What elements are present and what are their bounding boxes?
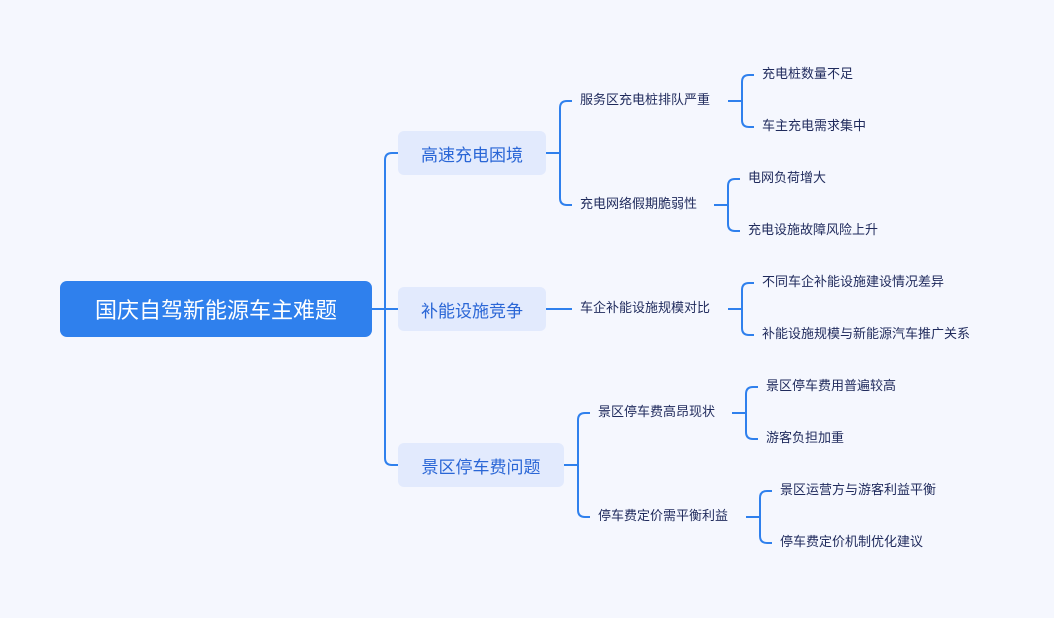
subtopic[interactable]: 不同车企补能设施建设情况差异	[762, 275, 945, 290]
subtopic[interactable]: 充电设施故障风险上升	[748, 223, 879, 238]
topic-compare[interactable]: 车企补能设施规模对比	[580, 301, 711, 316]
connector	[577, 465, 590, 518]
branch-energy-competition[interactable]: 补能设施竞争	[398, 287, 546, 331]
connector	[741, 309, 754, 336]
topic-queue[interactable]: 服务区充电桩排队严重	[580, 93, 711, 108]
connector	[727, 205, 740, 232]
branch-highway-charging[interactable]: 高速充电困境	[398, 131, 546, 175]
subtopic[interactable]: 电网负荷增大	[748, 171, 827, 186]
subtopic[interactable]: 景区运营方与游客利益平衡	[780, 483, 937, 498]
subtopic[interactable]: 停车费定价机制优化建议	[780, 535, 924, 550]
root-node[interactable]: 国庆自驾新能源车主难题	[60, 281, 372, 337]
topic-pricing[interactable]: 停车费定价需平衡利益	[598, 509, 729, 524]
branch-parking-fee[interactable]: 景区停车费问题	[398, 443, 564, 487]
connector	[559, 153, 572, 206]
connector	[745, 413, 758, 440]
connector	[559, 100, 572, 153]
topic-network[interactable]: 充电网络假期脆弱性	[580, 197, 698, 212]
connector	[741, 282, 754, 309]
connector	[384, 152, 398, 309]
connector	[727, 178, 740, 205]
subtopic[interactable]: 游客负担加重	[766, 431, 845, 446]
subtopic[interactable]: 景区停车费用普遍较高	[766, 379, 897, 394]
subtopic[interactable]: 补能设施规模与新能源汽车推广关系	[762, 327, 971, 342]
connector	[384, 309, 398, 466]
connector	[577, 412, 590, 465]
connector	[741, 101, 754, 128]
subtopic[interactable]: 充电桩数量不足	[762, 67, 854, 82]
connector	[745, 386, 758, 413]
connector	[759, 517, 772, 544]
topic-high-fee[interactable]: 景区停车费高昂现状	[598, 405, 716, 420]
subtopic[interactable]: 车主充电需求集中	[762, 119, 867, 134]
connector	[741, 74, 754, 101]
connector	[759, 490, 772, 517]
